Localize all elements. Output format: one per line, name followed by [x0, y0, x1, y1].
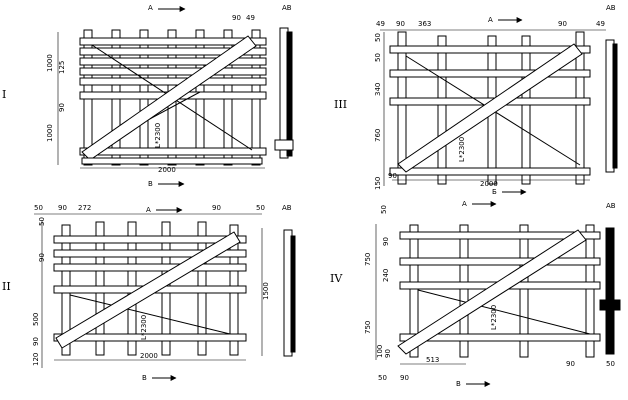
panel-I-top-right-b: 49: [246, 14, 255, 22]
panel-III-upper: 340: [374, 83, 382, 96]
panel-IV-view-a: A: [462, 200, 467, 208]
panel-II-side-view: [283, 229, 296, 357]
panel-II-left-b: 90: [58, 204, 67, 212]
panel-III-right-a: 90: [558, 20, 567, 28]
panel-III-roman: III: [334, 98, 347, 111]
panel-IV-posts: [409, 224, 595, 358]
panel-II-lower: 500: [32, 313, 40, 326]
panel-IV-s50: 50: [380, 205, 388, 214]
panel-II-roman: II: [2, 280, 11, 293]
panel-II-labels: II A B AB L*2300 2000 1500 50 90 272 90 …: [2, 204, 292, 382]
panel-III-view-a: A: [488, 16, 493, 24]
panel-I-width: 2000: [158, 166, 176, 174]
panel-IV-top: 750: [364, 253, 372, 266]
panel-III-bot-a: 150: [374, 177, 382, 190]
panel-I-lower: 1000: [46, 124, 54, 142]
panel-II-diagonal: [55, 231, 241, 349]
panel-IV-diagonal-label: L*2300: [490, 305, 498, 330]
panel-IV-view-ab: AB: [606, 202, 616, 210]
panel-IV-labels: IV A B AB L*2300 750 750 50 90 240 100 9…: [330, 200, 616, 388]
panel-III: [389, 31, 618, 185]
panel-I-view-a: A: [148, 4, 153, 12]
panel-I-small: 90: [58, 103, 66, 112]
panel-III-side-view: [605, 39, 618, 173]
panel-III-view-ab: AB: [606, 4, 616, 12]
panel-IV-br-b: 50: [606, 360, 615, 368]
panel-II-view-a: A: [146, 206, 151, 214]
panel-III-left-a: 49: [376, 20, 385, 28]
panel-III-right-b: 49: [596, 20, 605, 28]
panel-III-left-b: 90: [396, 20, 405, 28]
panel-I-roman: I: [2, 88, 6, 101]
panel-IV-side-view: [599, 227, 621, 355]
panel-II-height: 1500: [262, 282, 270, 300]
panel-I-diagonal: [81, 35, 257, 161]
panel-IV-bl-a: 50: [378, 374, 387, 382]
panel-II-left-a: 50: [34, 204, 43, 212]
panel-IV-roman: IV: [330, 272, 343, 285]
panel-I-gap: 125: [58, 61, 66, 74]
panel-I-view-b: B: [148, 180, 153, 188]
panel-II-right-a: 90: [212, 204, 221, 212]
panel-II-bot-b: 120: [32, 353, 40, 366]
panel-IV-s90b: 90: [384, 349, 392, 358]
panel-III-s50b: 50: [374, 53, 382, 62]
panel-II-right-b: 50: [256, 204, 265, 212]
panel-I-side-view: [274, 27, 294, 159]
panel-IV-brace: [417, 289, 591, 335]
panel-III-view-b: Б: [492, 188, 497, 196]
panel-II-diagonal-label: L*2300: [140, 315, 148, 340]
panel-IV: [397, 224, 621, 358]
panel-II: [53, 221, 296, 357]
panel-IV-span: 513: [426, 356, 439, 364]
panel-IV-diagonal: [397, 229, 587, 355]
panel-III-width: 2000: [480, 180, 498, 188]
panel-II-span: 272: [78, 204, 91, 212]
panel-III-bot-b: 90: [388, 172, 397, 180]
panel-II-brace: [69, 294, 231, 335]
panel-IV-br-a: 90: [566, 360, 575, 368]
panel-I-labels: I A B AB L*2300 2000 1000 1000 125 90 90…: [2, 4, 292, 188]
panel-I-view-ab: AB: [282, 4, 292, 12]
panel-I-diagonal-label: L*2300: [154, 123, 162, 148]
panel-III-middle: 760: [374, 129, 382, 142]
panel-IV-s90: 90: [382, 237, 390, 246]
panel-II-view-b: B: [142, 374, 147, 382]
panel-II-width: 2000: [140, 352, 158, 360]
panel-IV-view-b: B: [456, 380, 461, 388]
panel-IV-s240: 240: [382, 269, 390, 282]
panel-I-upper: 1000: [46, 54, 54, 72]
panel-III-span: 363: [418, 20, 431, 28]
panel-II-bot-a: 90: [32, 337, 40, 346]
panel-III-diagonal-label: L*2300: [458, 137, 466, 162]
panel-I-top-right-a: 90: [232, 14, 241, 22]
panel-III-diagonal: [397, 43, 583, 173]
panel-IV-bl-b: 90: [400, 374, 409, 382]
panel-III-labels: III A Б AB L*2300 2000 49 90 363 90 49 5…: [334, 4, 616, 196]
panel-IV-bottom: 750: [364, 321, 372, 334]
panel-I: [79, 27, 294, 166]
panel-III-s50: 50: [374, 33, 382, 42]
panel-II-view-ab: AB: [282, 204, 292, 212]
panel-IV-s100: 100: [376, 345, 384, 358]
